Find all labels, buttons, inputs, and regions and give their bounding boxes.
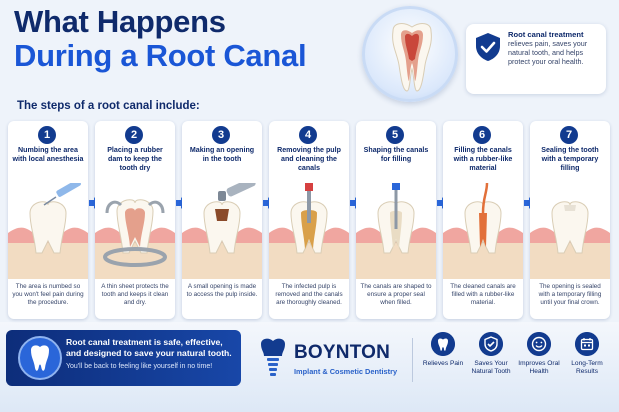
tooth-icon	[431, 332, 455, 356]
step-number: 6	[473, 126, 491, 144]
step-number: 1	[38, 126, 56, 144]
tooth-badge	[18, 336, 62, 380]
sealed-tooth-illustration	[530, 201, 610, 279]
step-title: Numbing the area with local anesthesia	[12, 146, 84, 163]
benefit-long-term: Long-Term Results	[562, 332, 612, 376]
info-card-body: relieves pain, saves your natural tooth,…	[508, 39, 588, 67]
step-title: Shaping the canals for filling	[363, 146, 429, 163]
step-number: 2	[125, 126, 143, 144]
steps-heading: The steps of a root canal include:	[17, 100, 200, 112]
step-description: A thin sheet protects the tooth and keep…	[101, 283, 169, 307]
benefit-oral-health: Improves Oral Health	[514, 332, 564, 376]
brand-subtitle: Implant & Cosmetic Dentistry	[294, 367, 398, 376]
info-card-heading: Root canal treatment	[508, 30, 584, 39]
step-description: The opening is sealed with a temporary f…	[538, 283, 602, 307]
benefits-row: Relieves Pain Saves Your Natural Tooth I…	[418, 332, 614, 388]
info-card: Root canal treatment relieves pain, save…	[466, 24, 606, 94]
page-title: What Happens During a Root Canal	[14, 4, 307, 73]
smile-icon	[527, 332, 551, 356]
step-number: 5	[386, 126, 404, 144]
canal-shaping-illustration	[356, 183, 436, 279]
syringe-tooth-illustration	[8, 183, 88, 279]
step-description: The canals are shaped to ensure a proper…	[360, 283, 432, 307]
benefit-label: Saves Your Natural Tooth	[471, 360, 511, 375]
benefit-label: Relieves Pain	[422, 360, 464, 367]
step-card-4: 4 Removing the pulp and cleaning the can…	[269, 121, 349, 319]
step-number: 3	[212, 126, 230, 144]
canal-filling-illustration	[443, 183, 523, 279]
benefit-label: Long-Term Results	[571, 360, 603, 375]
step-title: Removing the pulp and cleaning the canal…	[277, 146, 341, 172]
pulp-removal-illustration	[269, 183, 349, 279]
step-card-7: 7 Sealing the tooth with a temporary fil…	[530, 121, 610, 319]
benefit-relieves-pain: Relieves Pain	[418, 332, 468, 368]
title-line-1: What Happens	[14, 4, 226, 39]
steps-row: 1 Numbing the area with local anesthesia…	[8, 121, 611, 321]
step-title: Placing a rubber dam to keep the tooth d…	[107, 146, 163, 172]
calendar-icon	[575, 332, 599, 356]
step-description: The cleaned canals are filled with a rub…	[450, 283, 516, 307]
banner-line-2: You'll be back to feeling like yourself …	[66, 363, 213, 371]
step-card-5: 5 Shaping the canals for filling The can…	[356, 121, 436, 319]
hero-tooth-illustration	[362, 6, 458, 102]
shield-check-icon	[479, 332, 503, 356]
step-number: 7	[560, 126, 578, 144]
step-card-1: 1 Numbing the area with local anesthesia…	[8, 121, 88, 319]
brand-logo: BOYNTON Implant & Cosmetic Dentistry	[258, 334, 408, 384]
benefit-saves-tooth: Saves Your Natural Tooth	[466, 332, 516, 376]
step-card-6: 6 Filling the canals with a rubber-like …	[443, 121, 523, 319]
step-description: The infected pulp is removed and the can…	[275, 283, 343, 307]
step-number: 4	[299, 126, 317, 144]
brand-name: BOYNTON	[294, 342, 391, 363]
step-title: Sealing the tooth with a temporary filli…	[541, 146, 599, 172]
step-card-2: 2 Placing a rubber dam to keep the tooth…	[95, 121, 175, 319]
step-title: Making an opening in the tooth	[189, 146, 255, 163]
shield-check-icon	[476, 33, 500, 61]
step-title: Filling the canals with a rubber-like ma…	[453, 146, 513, 172]
tooth-icon	[31, 345, 49, 371]
implant-logo-icon	[261, 338, 285, 376]
step-card-3: 3 Making an opening in the tooth A small…	[182, 121, 262, 319]
divider	[412, 338, 413, 382]
banner-line-1: Root canal treatment is safe, effective,…	[66, 337, 232, 359]
benefit-label: Improves Oral Health	[518, 360, 560, 375]
drill-tooth-illustration	[182, 183, 262, 279]
tooth-cross-section-icon	[392, 23, 432, 92]
bottom-banner: Root canal treatment is safe, effective,…	[6, 330, 241, 386]
title-line-2: During a Root Canal	[14, 38, 307, 73]
step-description: The area is numbed so you won't feel pai…	[12, 283, 84, 307]
step-description: A small opening is made to access the pu…	[186, 283, 258, 299]
rubber-dam-illustration	[95, 199, 175, 279]
